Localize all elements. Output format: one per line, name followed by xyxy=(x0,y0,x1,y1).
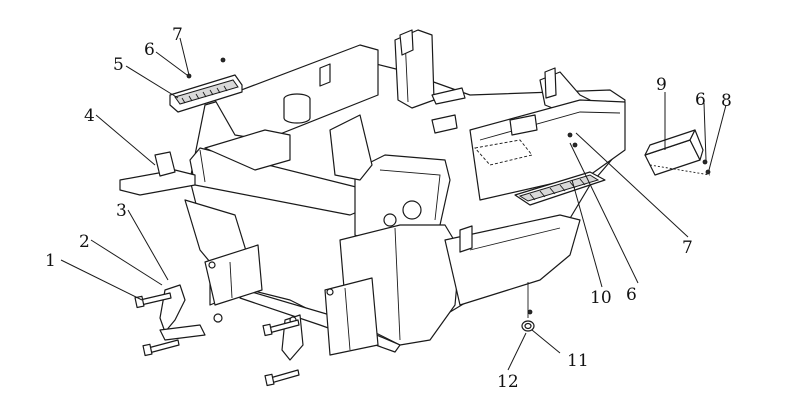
callout-label-12: 12 xyxy=(497,372,519,392)
callout-label-7a: 7 xyxy=(172,25,183,45)
callout-label-4: 4 xyxy=(84,106,95,126)
callout-label-6b: 6 xyxy=(695,90,706,110)
callout-label-11: 11 xyxy=(567,351,589,371)
callout-label-10: 10 xyxy=(590,288,612,308)
callout-labels: 1 2 3 4 5 6 7 9 6 8 7 6 10 11 12 xyxy=(45,25,732,392)
step-plate-left xyxy=(119,151,196,196)
callout-label-9: 9 xyxy=(656,75,667,95)
bolt-parts xyxy=(134,292,300,387)
callout-label-8: 8 xyxy=(721,91,732,111)
callout-label-7b: 7 xyxy=(682,238,693,258)
callout-label-6a: 6 xyxy=(144,40,155,60)
callout-label-5: 5 xyxy=(113,55,124,75)
angle-bracket xyxy=(644,129,704,176)
clamp-assembly-right xyxy=(281,277,379,361)
callout-label-6c: 6 xyxy=(626,285,637,305)
step-plate-right xyxy=(514,171,606,206)
callout-label-1: 1 xyxy=(45,251,56,271)
callout-label-2: 2 xyxy=(79,232,90,252)
callout-label-3: 3 xyxy=(116,201,127,221)
main-frame-body xyxy=(184,29,626,353)
clamp-assembly-left xyxy=(159,244,263,341)
leader-lines xyxy=(60,37,727,371)
step-plate-top-left xyxy=(169,74,243,113)
